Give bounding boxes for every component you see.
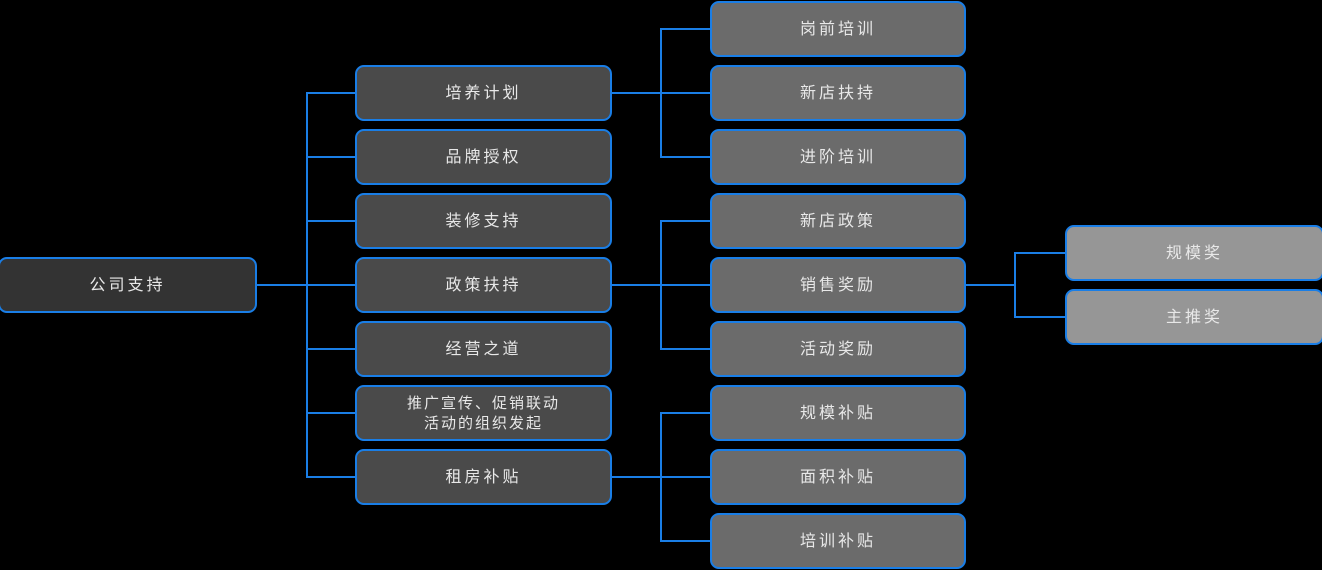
connector-groupD-trunk [1014,252,1016,318]
node-peiyang-jihua[interactable]: 培养计划 [355,65,612,121]
connector-groupC-stub-2 [660,540,711,542]
node-tuiguang-xuanchuan[interactable]: 推广宣传、促销联动 活动的组织发起 [355,385,612,441]
connector-root-out [257,284,308,286]
node-guimo-butie[interactable]: 规模补贴 [710,385,966,441]
connector-level2-stub-2 [306,220,356,222]
connector-groupA-stub-0 [660,28,711,30]
node-jinjie-peixun[interactable]: 进阶培训 [710,129,966,185]
connector-zhengce-out [612,284,662,286]
node-zufang-butie[interactable]: 租房补贴 [355,449,612,505]
connector-groupB-stub-2 [660,348,711,350]
connector-zufang-out [612,476,662,478]
connector-level2-stub-6 [306,476,356,478]
node-peixun-butie[interactable]: 培训补贴 [710,513,966,569]
connector-groupD-stub-0 [1014,252,1066,254]
connector-xiaoshou-out [966,284,1016,286]
connector-groupC-stub-1 [660,476,711,478]
node-pinpai-shouquan[interactable]: 品牌授权 [355,129,612,185]
connector-groupB-stub-0 [660,220,711,222]
connector-groupB-stub-1 [660,284,711,286]
connector-level2-stub-4 [306,348,356,350]
node-huodong-jiangli[interactable]: 活动奖励 [710,321,966,377]
node-zhutui-jiang[interactable]: 主推奖 [1065,289,1322,345]
node-xindian-fuchi[interactable]: 新店扶持 [710,65,966,121]
node-jingying-zhidao[interactable]: 经营之道 [355,321,612,377]
node-root[interactable]: 公司支持 [0,257,257,313]
connector-groupC-stub-0 [660,412,711,414]
connector-level2-stub-3 [306,284,356,286]
connector-groupD-stub-1 [1014,316,1066,318]
node-gangqian-peixun[interactable]: 岗前培训 [710,1,966,57]
connector-level2-stub-5 [306,412,356,414]
connector-level2-stub-0 [306,92,356,94]
connector-groupA-stub-1 [660,92,711,94]
node-guimo-jiang[interactable]: 规模奖 [1065,225,1322,281]
connector-groupA-stub-2 [660,156,711,158]
node-xiaoshou-jiangli[interactable]: 销售奖励 [710,257,966,313]
connector-peiyang-out [612,92,662,94]
node-zhengce-fuchi[interactable]: 政策扶持 [355,257,612,313]
connector-level2-stub-1 [306,156,356,158]
node-xindian-zhengce[interactable]: 新店政策 [710,193,966,249]
node-mianji-butie[interactable]: 面积补贴 [710,449,966,505]
node-zhuangxiu-zhichi[interactable]: 装修支持 [355,193,612,249]
